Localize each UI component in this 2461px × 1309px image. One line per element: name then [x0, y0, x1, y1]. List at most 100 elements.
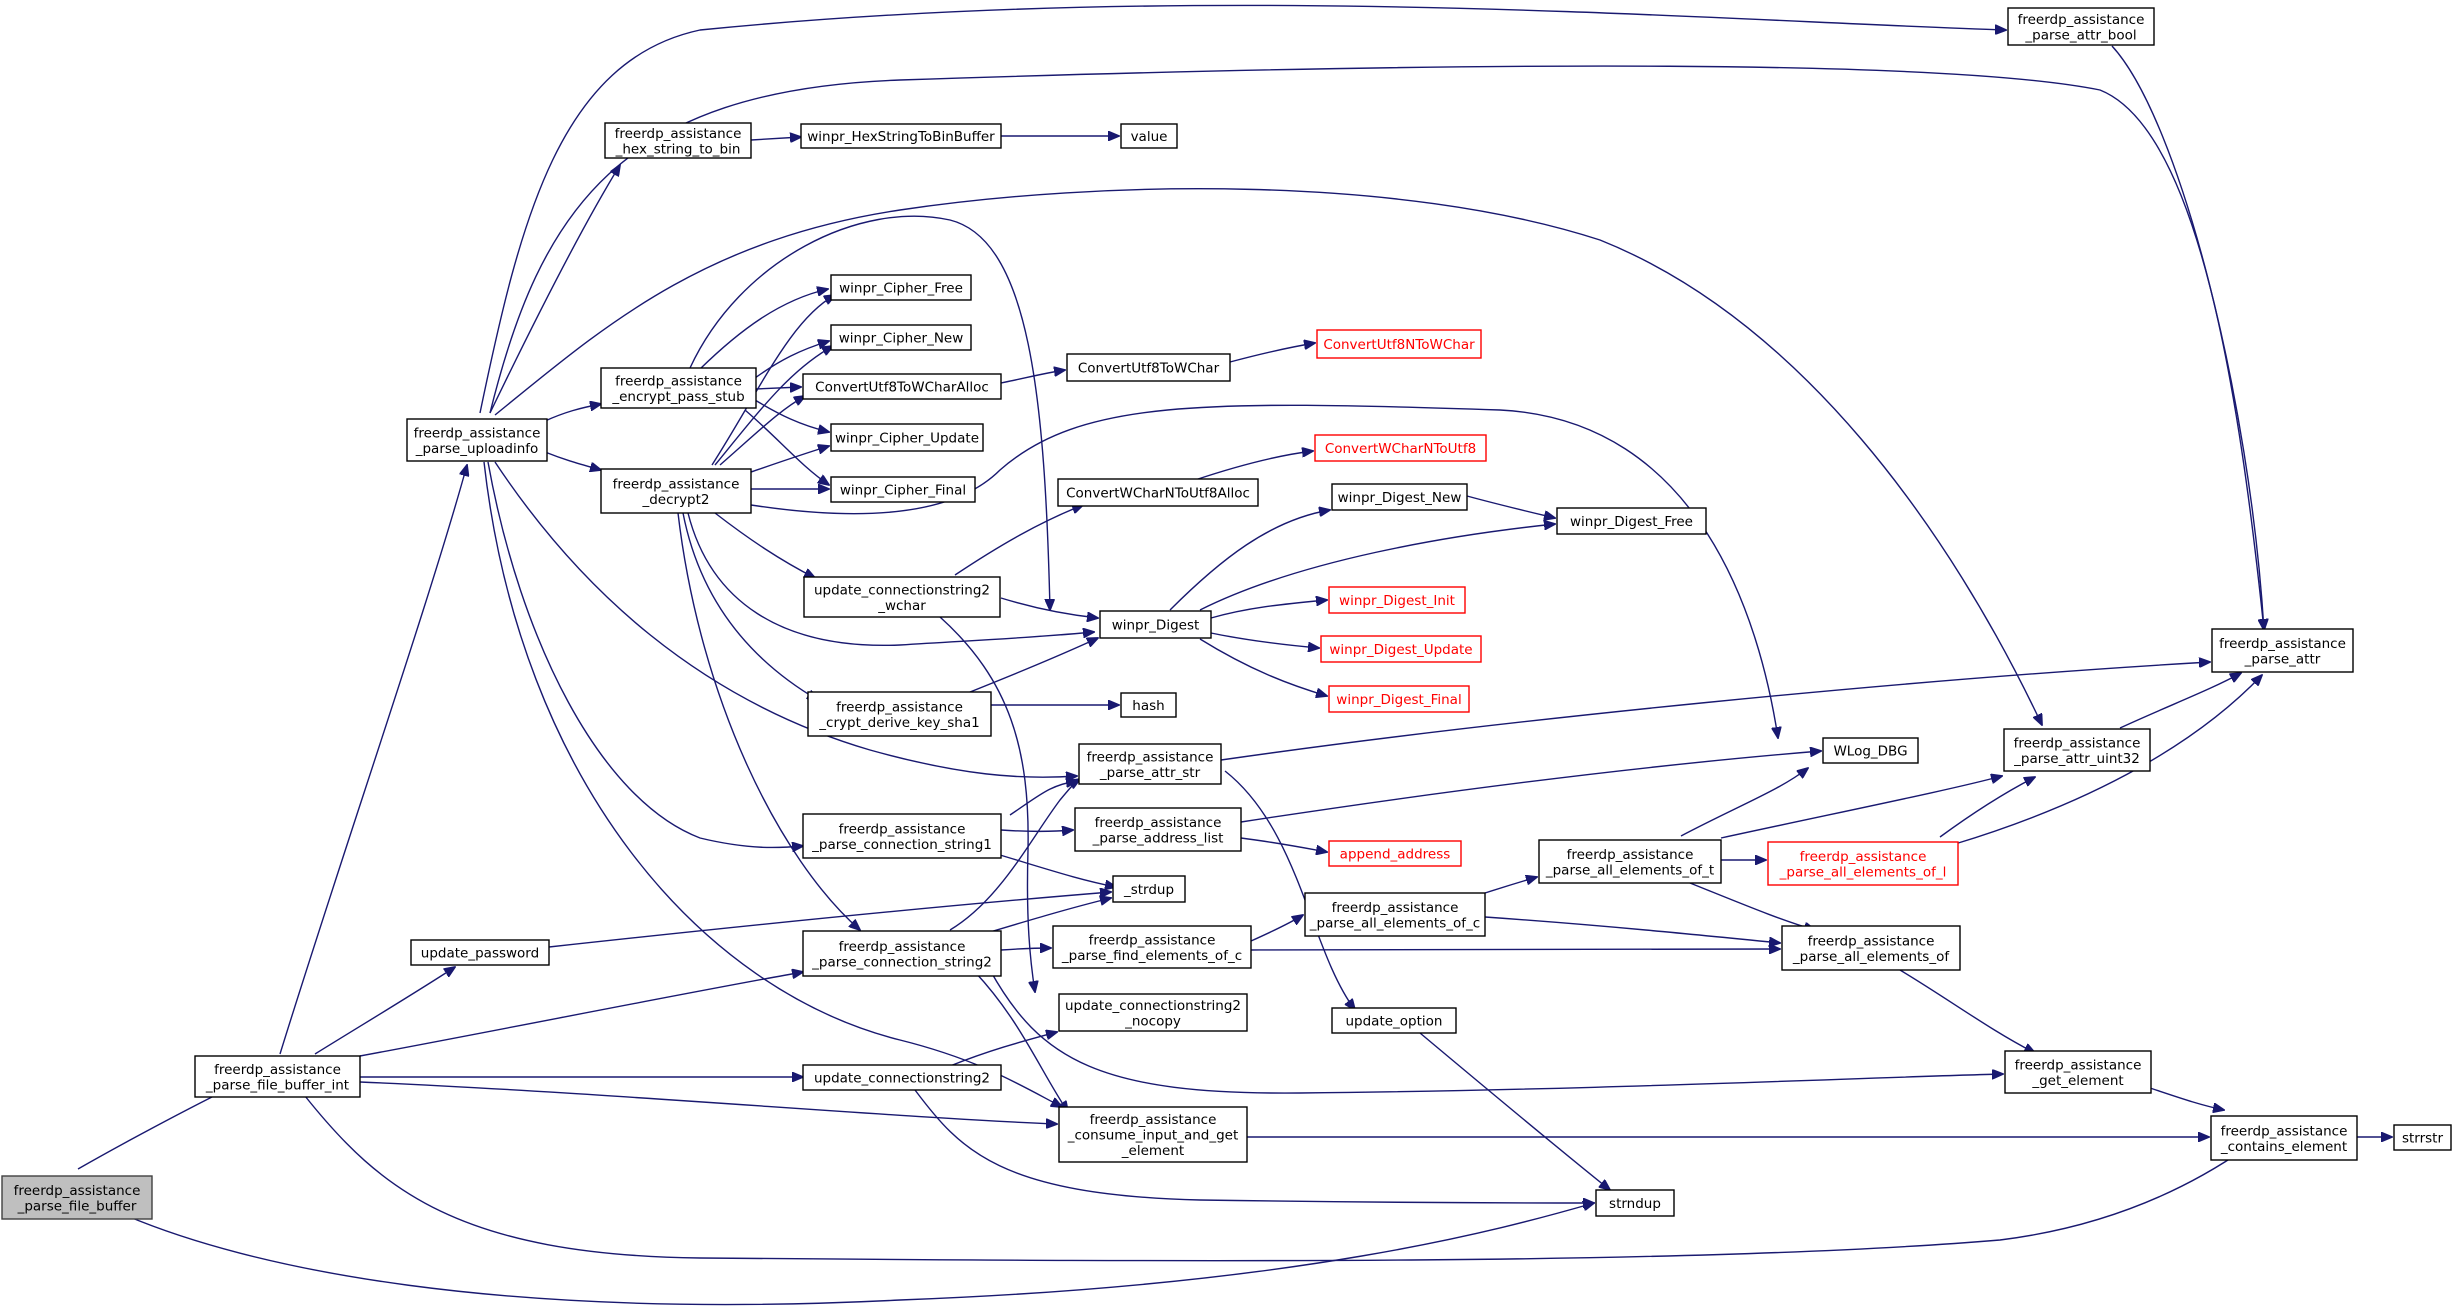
node-pcs1[interactable]: freerdp_assistance_parse_connection_stri…: [802, 813, 1002, 859]
node-attrstr[interactable]: freerdp_assistance_parse_attr_str: [1078, 743, 1222, 785]
node-box: [1057, 478, 1259, 507]
node-box: [2007, 7, 2155, 46]
node-label-line: _parse_attr_bool: [2024, 27, 2136, 43]
node-strrstr[interactable]: strrstr: [2393, 1124, 2452, 1151]
node-label-line: winpr_Digest_New: [1338, 490, 1462, 506]
node-attru32[interactable]: freerdp_assistance_parse_attr_uint32: [2003, 728, 2151, 772]
node-label-line: freerdp_assistance: [1800, 849, 1927, 865]
node-value[interactable]: value: [1120, 123, 1178, 149]
edge-upload-attrstr: [494, 461, 1077, 777]
node-label-line: update_connectionstring2: [814, 1071, 990, 1087]
node-attrbool[interactable]: freerdp_assistance_parse_attr_bool: [2007, 7, 2155, 46]
edge-pcs2-consume: [974, 971, 1068, 1112]
node-label-line: freerdp_assistance: [1087, 749, 1214, 765]
node-contains[interactable]: freerdp_assistance_contains_element: [2210, 1115, 2358, 1161]
node-label-line: _parse_attr: [2244, 651, 2321, 667]
node-cfree[interactable]: winpr_Cipher_Free: [830, 274, 972, 301]
node-label-line: winpr_HexStringToBinBuffer: [807, 129, 995, 145]
edge-decrypt-wlog: [750, 404, 1778, 738]
node-updpw[interactable]: update_password: [410, 939, 550, 966]
node-box: [1304, 892, 1486, 937]
node-label-line: winpr_Digest_Final: [1336, 692, 1461, 708]
node-winhex[interactable]: winpr_HexStringToBinBuffer: [800, 123, 1002, 149]
node-pallc[interactable]: freerdp_assistance_parse_all_elements_of…: [1304, 892, 1486, 937]
node-label-line: _parse_file_buffer: [17, 1198, 137, 1214]
node-dfinal[interactable]: winpr_Digest_Final: [1328, 685, 1470, 713]
edge-upload-decrypt: [544, 451, 601, 470]
node-decrypt[interactable]: freerdp_assistance_decrypt2: [600, 468, 752, 514]
node-label-line: update_option: [1345, 1014, 1442, 1030]
edge-encrypt-cnew: [754, 341, 829, 379]
node-box: [1052, 925, 1252, 969]
node-label-line: _parse_uploadinfo: [415, 441, 539, 457]
node-label-line: _hex_string_to_bin: [615, 141, 741, 157]
node-label-line: _parse_address_list: [1092, 830, 1224, 846]
node-box: [830, 423, 984, 452]
node-cfinal[interactable]: winpr_Cipher_Final: [830, 476, 976, 503]
node-uc2[interactable]: update_connectionstring2: [802, 1064, 1002, 1091]
edge-pcs2-pfind: [1000, 948, 1051, 950]
edge-pallc-pallof: [1484, 916, 1780, 943]
node-label-line: freerdp_assistance: [1089, 932, 1216, 948]
node-dfree[interactable]: winpr_Digest_Free: [1556, 507, 1707, 535]
node-cu8alloc[interactable]: ConvertUtf8ToWCharAlloc: [802, 373, 1002, 400]
node-dinit[interactable]: winpr_Digest_Init: [1328, 586, 1466, 614]
edge-decrypt-cu8alloc: [719, 396, 805, 466]
node-dupdate[interactable]: winpr_Digest_Update: [1320, 635, 1482, 663]
node-cupdate[interactable]: winpr_Cipher_Update: [830, 423, 984, 452]
node-digest[interactable]: winpr_Digest: [1099, 610, 1212, 639]
node-int[interactable]: freerdp_assistance_parse_file_buffer_int: [194, 1055, 361, 1098]
node-label-line: hash: [1132, 698, 1164, 714]
node-consume[interactable]: freerdp_assistance_consume_input_and_get…: [1058, 1106, 1248, 1163]
node-encrypt[interactable]: freerdp_assistance_encrypt_pass_stub: [600, 367, 757, 409]
node-root[interactable]: freerdp_assistance_parse_file_buffer: [1, 1175, 153, 1220]
node-pcs2[interactable]: freerdp_assistance_parse_connection_stri…: [802, 930, 1002, 977]
edge-upload-hex: [489, 165, 620, 414]
node-updopt[interactable]: update_option: [1331, 1007, 1457, 1034]
node-cwn8[interactable]: ConvertWCharNToUtf8: [1314, 434, 1487, 462]
node-label-line: freerdp_assistance: [839, 821, 966, 837]
node-strdup[interactable]: _strdup: [1112, 875, 1186, 903]
node-label-line: ConvertUtf8NToWChar: [1323, 337, 1475, 353]
node-label-line: winpr_Cipher_Free: [839, 281, 963, 297]
node-append[interactable]: append_address: [1328, 840, 1462, 867]
edge-encrypt-cfree: [699, 289, 828, 370]
node-label-line: freerdp_assistance: [2221, 1123, 2348, 1139]
node-hex[interactable]: freerdp_assistance_hex_string_to_bin: [604, 122, 752, 159]
node-label-line: ConvertWCharNToUtf8Alloc: [1066, 486, 1250, 502]
node-label-line: _encrypt_pass_stub: [611, 389, 744, 405]
node-label-line: _crypt_derive_key_sha1: [818, 715, 979, 731]
node-pfind[interactable]: freerdp_assistance_parse_find_elements_o…: [1052, 925, 1252, 969]
node-box: [1058, 1106, 1248, 1163]
node-box: [194, 1055, 361, 1098]
node-label-line: freerdp_assistance: [2018, 12, 2145, 28]
node-wlog[interactable]: WLog_DBG: [1822, 737, 1919, 764]
node-ucnocopy[interactable]: update_connectionstring2_nocopy: [1058, 993, 1248, 1032]
node-label-line: _contains_element: [2220, 1139, 2347, 1155]
node-cwn8alloc[interactable]: ConvertWCharNToUtf8Alloc: [1057, 478, 1259, 507]
node-dnew[interactable]: winpr_Digest_New: [1331, 483, 1468, 511]
node-cnew[interactable]: winpr_Cipher_New: [830, 324, 972, 351]
node-attr[interactable]: freerdp_assistance_parse_attr: [2211, 628, 2354, 673]
node-pallof[interactable]: freerdp_assistance_parse_all_elements_of: [1781, 925, 1961, 971]
node-label-line: freerdp_assistance: [1567, 847, 1694, 863]
node-upload[interactable]: freerdp_assistance_parse_uploadinfo: [406, 418, 548, 462]
node-box: [830, 274, 972, 301]
node-cu8nw[interactable]: ConvertUtf8NToWChar: [1316, 329, 1482, 359]
node-pallt[interactable]: freerdp_assistance_parse_all_elements_of…: [1538, 839, 1722, 884]
node-hash[interactable]: hash: [1120, 692, 1177, 718]
node-box: [600, 367, 757, 409]
node-getel[interactable]: freerdp_assistance_get_element: [2004, 1050, 2152, 1094]
node-crypt[interactable]: freerdp_assistance_crypt_derive_key_sha1: [807, 691, 992, 737]
edge-encrypt-digest: [689, 215, 1050, 610]
edge-decrypt-ucwchar: [714, 512, 815, 578]
node-strndup[interactable]: strndup: [1595, 1189, 1675, 1217]
node-label-line: freerdp_assistance: [839, 939, 966, 955]
edge-palll-attru32: [1939, 777, 2035, 838]
node-cu8w[interactable]: ConvertUtf8ToWChar: [1066, 353, 1231, 382]
node-paddr[interactable]: freerdp_assistance_parse_address_list: [1074, 807, 1242, 852]
edge-encrypt-cfinal: [744, 409, 829, 485]
node-ucwchar[interactable]: update_connectionstring2_wchar: [803, 576, 1001, 618]
node-label-line: freerdp_assistance: [214, 1062, 341, 1078]
node-palll[interactable]: freerdp_assistance_parse_all_elements_of…: [1767, 841, 1959, 886]
